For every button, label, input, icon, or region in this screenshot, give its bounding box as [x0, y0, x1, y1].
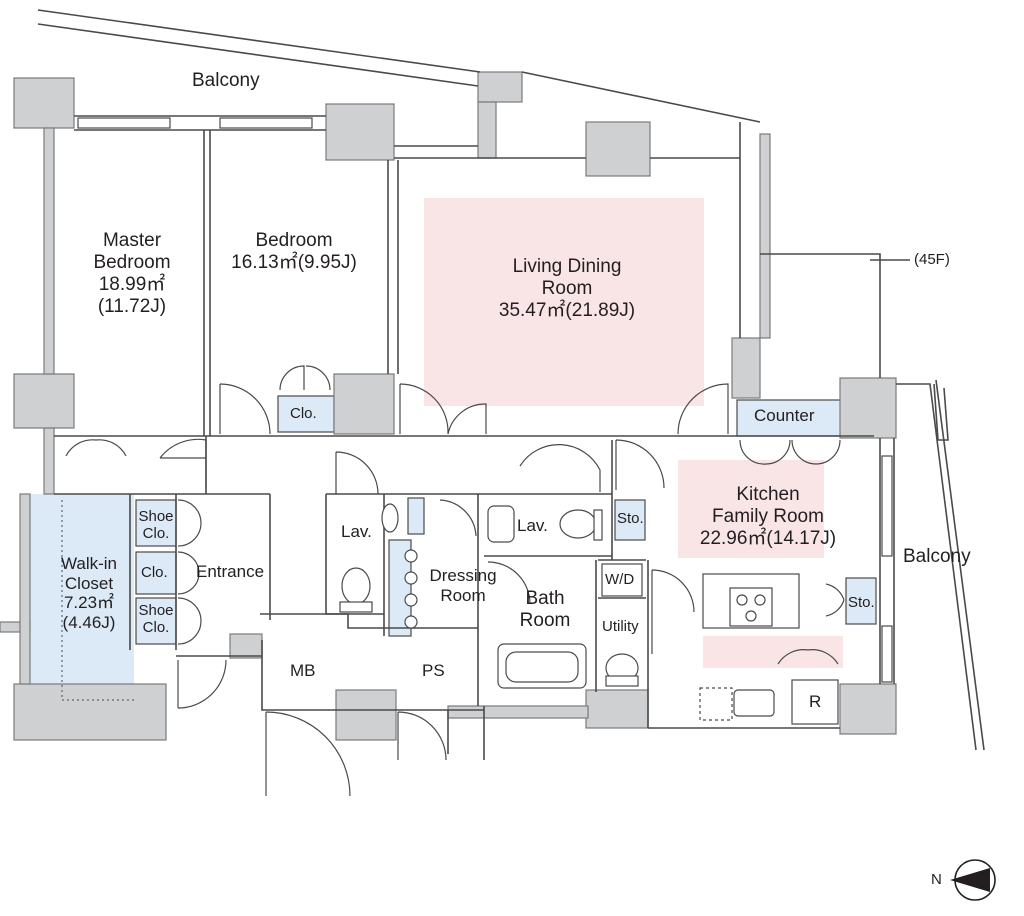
kitchen-family-label: Kitchen Family Room 22.96㎡(14.17J)	[699, 484, 837, 549]
entrance-label: Entrance	[196, 562, 265, 581]
compass-icon	[950, 859, 996, 901]
living-dining-label: Living Dining Room 35.47㎡(21.89J)	[498, 256, 636, 321]
balcony-right-label: Balcony	[903, 546, 971, 567]
closet-dashed-line	[61, 500, 134, 701]
living-room-highlight	[424, 198, 704, 406]
storage-1-label: Sto.	[617, 510, 644, 527]
shoe-closet-2-label: Shoe Clo.	[138, 602, 174, 637]
floor-note-label: (45F)	[914, 251, 950, 268]
walk-in-closet-label: Walk-in Closet 7.23㎡ (4.46J)	[60, 554, 118, 632]
refrigerator-label: R	[809, 692, 822, 711]
dressing-room-label: Dressing Room	[429, 566, 497, 605]
bedroom-closet-label: Clo.	[290, 405, 317, 422]
entrance-closet-label: Clo.	[141, 564, 168, 581]
refrigerator-box	[791, 679, 839, 725]
walls	[0, 71, 897, 741]
counter-label: Counter	[754, 406, 815, 425]
master-bedroom-label: Master Bedroom 18.99㎡ (11.72J)	[93, 230, 171, 317]
cooktop	[729, 587, 773, 627]
doors	[65, 365, 845, 797]
walk-in-closet-fill	[30, 494, 134, 684]
bedroom-label: Bedroom 16.13㎡(9.95J)	[231, 230, 357, 273]
shoe-closet-1-label: Shoe Clo.	[138, 508, 174, 543]
utility-label: Utility	[602, 618, 639, 635]
balcony-top-label: Balcony	[192, 70, 260, 91]
bath-room-label: Bath Room	[519, 588, 571, 631]
fixtures	[339, 503, 839, 725]
washer-dryer-label: W/D	[605, 571, 635, 588]
washer-box	[601, 563, 643, 597]
lavatory-1-label: Lav.	[341, 522, 372, 541]
windows	[77, 117, 893, 683]
mb-label: MB	[290, 661, 316, 680]
sink	[733, 689, 775, 717]
kitchen-mat-highlight	[703, 636, 843, 668]
wall-lines	[37, 9, 985, 760]
kitchen-highlight	[678, 460, 824, 558]
lavatory-2-label: Lav.	[517, 516, 548, 535]
compass-north-label: N	[931, 871, 942, 888]
ps-label: PS	[422, 661, 445, 680]
storage-2-label: Sto.	[848, 594, 875, 611]
